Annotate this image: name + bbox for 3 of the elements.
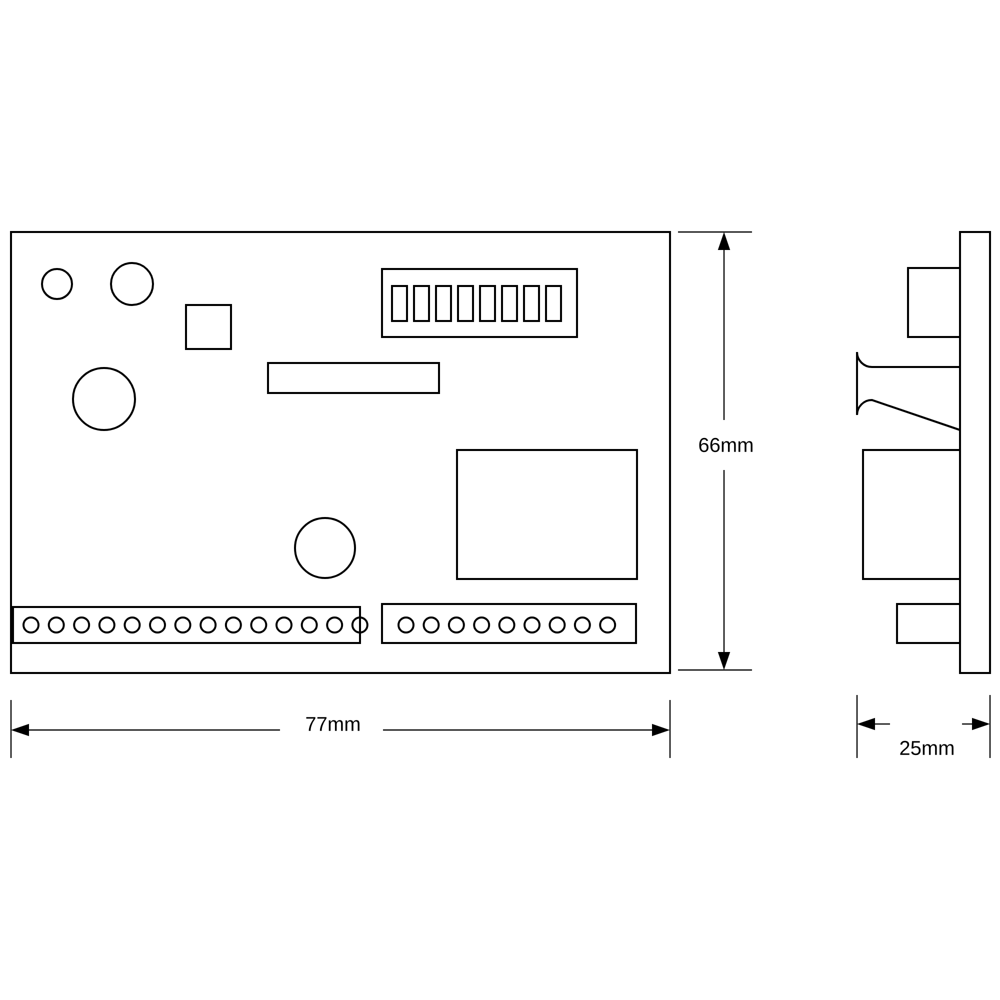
- dimension-label: 66mm: [699, 438, 752, 452]
- dimension-label: 77mm: [306, 717, 360, 731]
- dimension-label: 25mm: [900, 740, 954, 756]
